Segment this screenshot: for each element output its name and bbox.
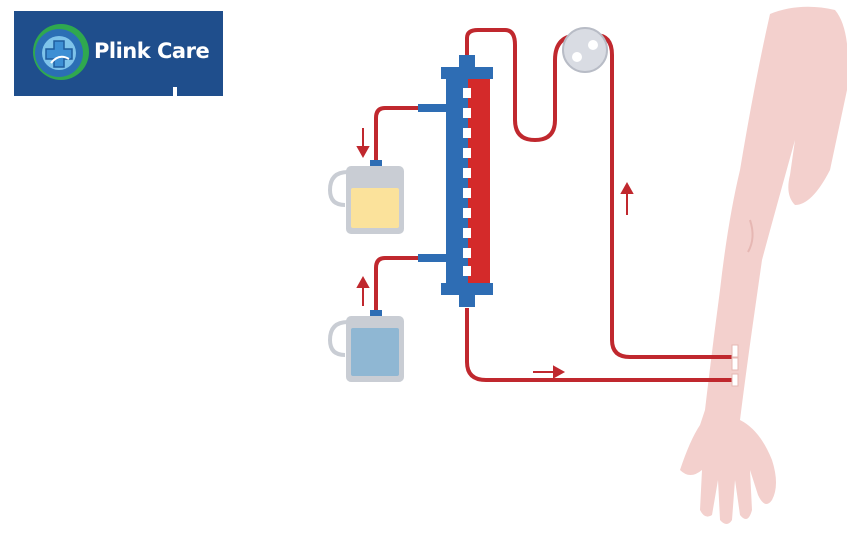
flow-arrows [356, 128, 634, 379]
brand-name: Plink Care [94, 39, 210, 63]
blood-pump [562, 27, 608, 73]
logo-underline-mark [173, 87, 177, 99]
used-dialysate-container [327, 160, 404, 234]
fresh-dialysate-container [327, 310, 404, 382]
brand-logo: Plink Care [14, 11, 223, 99]
patient-arm [680, 6, 847, 524]
needle-connectors [731, 344, 739, 387]
dialyzer [441, 55, 493, 307]
plus-cross-icon [33, 24, 89, 80]
dialysate-lines [374, 106, 418, 316]
arterial-line [465, 308, 732, 382]
venous-line [465, 28, 732, 359]
